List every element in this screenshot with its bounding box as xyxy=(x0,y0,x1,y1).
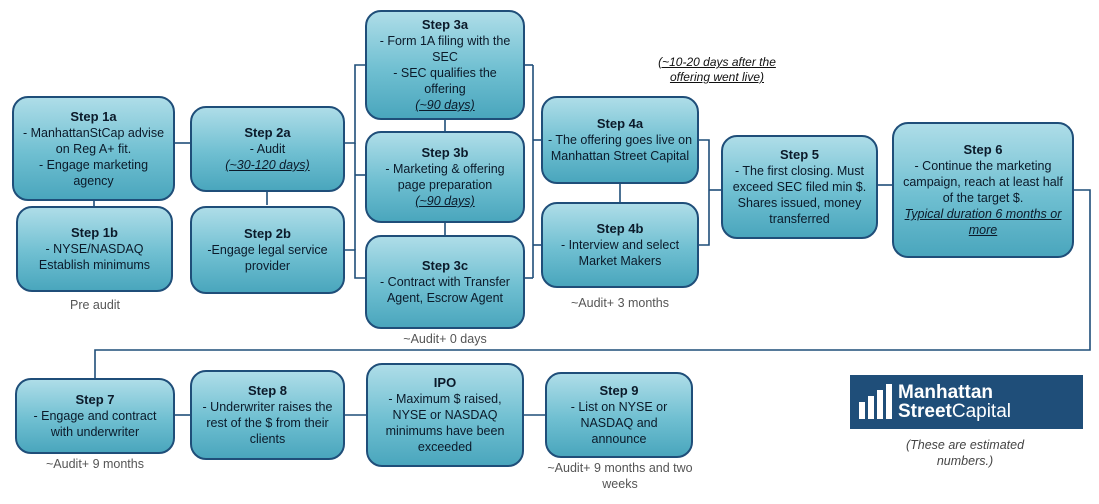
note-audit-3-months: ~Audit+ 3 months xyxy=(571,296,669,310)
logo-line-2a: Street xyxy=(898,401,952,422)
logo-wordmark: Manhattan StreetCapital xyxy=(898,383,1011,421)
step-title: Step 5 xyxy=(779,147,819,162)
step-text: - NYSE/NASDAQ Establish minimums xyxy=(38,242,151,272)
note-audit-9-months-two-weeks: ~Audit+ 9 months and two weeks xyxy=(547,461,693,491)
step-6-box: Step 6 - Continue the marketing campaign… xyxy=(892,122,1074,258)
step-duration: (~90 days) xyxy=(415,98,475,112)
step-9-box: Step 9 - List on NYSE or NASDAQ and anno… xyxy=(545,372,693,458)
step-3c-box: Step 3c - Contract with Transfer Agent, … xyxy=(365,235,525,329)
step-1b-box: Step 1b - NYSE/NASDAQ Establish minimums xyxy=(16,206,173,292)
step-text: -Engage legal service provider xyxy=(207,243,328,273)
step-title: Step 3c xyxy=(421,258,469,273)
step-text: - The offering goes live on Manhattan St… xyxy=(547,133,693,163)
step-title: Step 1b xyxy=(71,225,118,240)
step-5-box: Step 5 - The first closing. Must exceed … xyxy=(721,135,878,239)
step-title: Step 7 xyxy=(75,392,115,407)
note-after-live: (~10-20 days after the offering went liv… xyxy=(658,55,776,84)
step-2b-box: Step 2b -Engage legal service provider xyxy=(190,206,345,294)
step-text: - Engage and contract with underwriter xyxy=(33,409,157,439)
note-pre-audit: Pre audit xyxy=(69,298,121,312)
step-text: - ManhattanStCap advise on Reg A+ fit. xyxy=(22,125,165,156)
step-text: - Interview and select Market Makers xyxy=(560,238,680,268)
step-8-box: Step 8 - Underwriter raises the rest of … xyxy=(190,370,345,460)
step-text: - Engage marketing agency xyxy=(38,157,149,188)
step-title: Step 6 xyxy=(963,142,1003,157)
step-7-box: Step 7 - Engage and contract with underw… xyxy=(15,378,175,454)
step-4b-box: Step 4b - Interview and select Market Ma… xyxy=(541,202,699,288)
manhattan-street-capital-logo: Manhattan StreetCapital xyxy=(850,375,1083,429)
step-title: Step 4a xyxy=(596,116,644,131)
step-3b-box: Step 3b - Marketing & offering page prep… xyxy=(365,131,525,223)
bar-chart-logo-icon xyxy=(859,384,892,419)
step-title: Step 2b xyxy=(244,226,291,241)
step-duration: (~90 days) xyxy=(415,194,475,208)
step-text: - The first closing. Must exceed SEC fil… xyxy=(732,164,867,226)
step-text: - Marketing & offering page preparation xyxy=(385,162,505,192)
step-text: - Contract with Transfer Agent, Escrow A… xyxy=(380,275,510,305)
step-title: Step 4b xyxy=(596,221,644,236)
step-title: Step 3b xyxy=(421,145,469,160)
step-4a-box: Step 4a - The offering goes live on Manh… xyxy=(541,96,699,184)
step-duration: Typical duration 6 months or more xyxy=(904,207,1062,237)
step-1a-box: Step 1a - ManhattanStCap advise on Reg A… xyxy=(12,96,175,201)
step-text: - SEC qualifies the offering xyxy=(393,66,497,96)
note-audit-0-days: ~Audit+ 0 days xyxy=(403,332,487,346)
disclaimer-note: (These are estimated numbers.) xyxy=(905,438,1025,468)
logo-line-2b: Capital xyxy=(951,401,1012,422)
logo-line-1: Manhattan xyxy=(898,382,993,403)
step-title: Step 3a xyxy=(421,17,469,32)
ipo-box: IPO - Maximum $ raised, NYSE or NASDAQ m… xyxy=(366,363,524,467)
step-text: - Continue the marketing campaign, reach… xyxy=(903,159,1063,205)
step-title: IPO xyxy=(433,375,457,390)
step-text: - List on NYSE or NASDAQ and announce xyxy=(570,400,668,446)
step-title: Step 9 xyxy=(599,383,639,398)
step-text: - Underwriter raises the rest of the $ f… xyxy=(202,400,333,446)
note-audit-9-months: ~Audit+ 9 months xyxy=(46,457,144,471)
step-title: Step 2a xyxy=(244,125,291,140)
step-duration: (~30-120 days) xyxy=(225,158,310,172)
step-title: Step 8 xyxy=(247,383,287,398)
step-text: - Audit xyxy=(249,142,286,156)
step-title: Step 1a xyxy=(70,108,117,124)
step-3a-box: Step 3a - Form 1A filing with the SEC - … xyxy=(365,10,525,120)
step-text: - Form 1A filing with the SEC xyxy=(379,34,511,64)
step-2a-box: Step 2a - Audit (~30-120 days) xyxy=(190,106,345,192)
step-text: - Maximum $ raised, NYSE or NASDAQ minim… xyxy=(385,392,505,454)
